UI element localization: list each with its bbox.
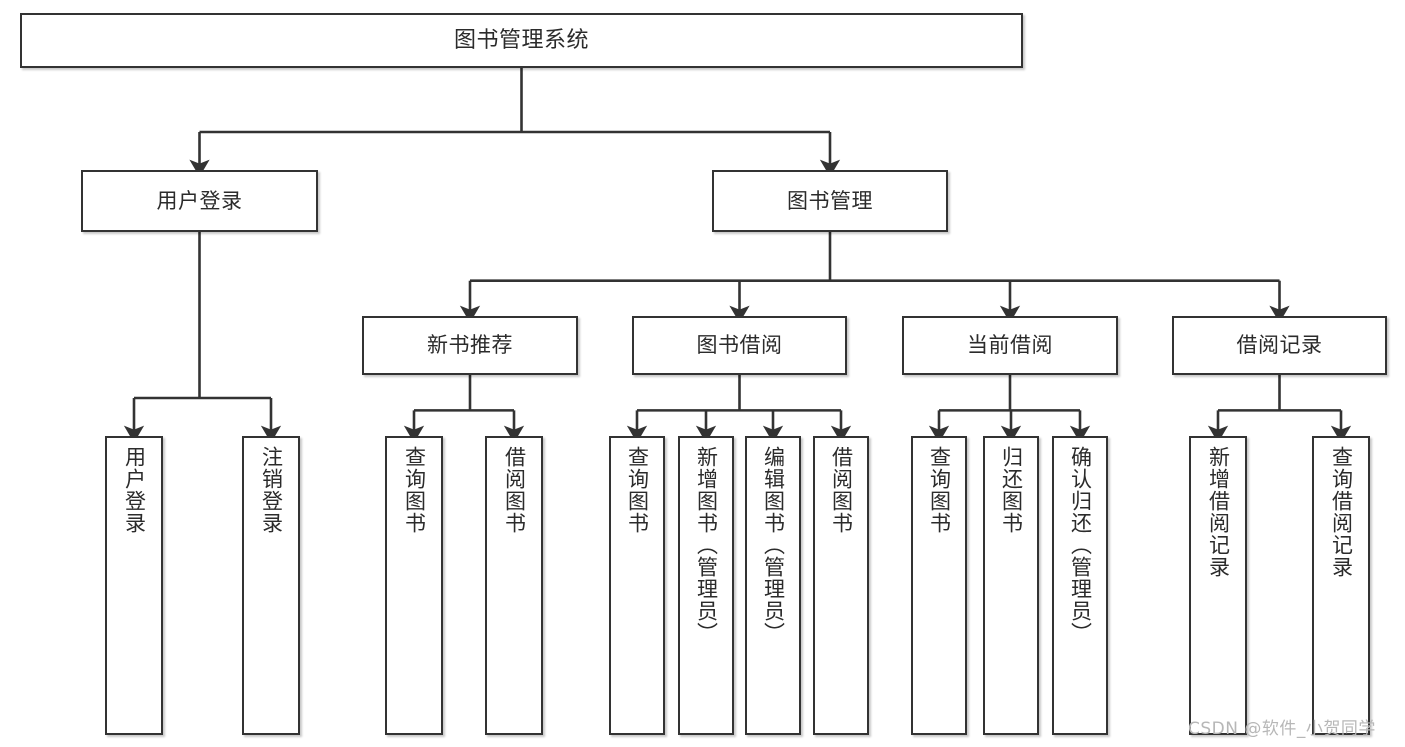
node-borrow-record-label: 借阅记录	[1236, 333, 1323, 358]
node-new-book-rec-label: 新书推荐	[427, 333, 513, 358]
node-root-label: 图书管理系统	[453, 27, 589, 53]
node-leaf-query-record[interactable]: 查询借阅记录	[1312, 436, 1370, 735]
node-leaf-user-login[interactable]: 用户登录	[105, 436, 163, 735]
node-leaf-add-record[interactable]: 新增借阅记录	[1189, 436, 1247, 735]
node-leaf-confirm-return-label: 确认归还（管理员）	[1068, 446, 1093, 644]
node-leaf-borrow-book-2-label: 借阅图书	[829, 446, 854, 534]
node-book-manage[interactable]: 图书管理	[712, 170, 948, 232]
node-leaf-query-record-label: 查询借阅记录	[1329, 446, 1354, 578]
node-leaf-return-book[interactable]: 归还图书	[983, 436, 1039, 735]
node-leaf-query-book-2-label: 查询图书	[625, 446, 650, 534]
node-leaf-add-book-label: 新增图书（管理员）	[694, 446, 719, 644]
node-root[interactable]: 图书管理系统	[20, 13, 1023, 68]
node-leaf-borrow-book-2[interactable]: 借阅图书	[813, 436, 869, 735]
node-user-login-label: 用户登录	[156, 188, 243, 213]
node-leaf-borrow-book-1[interactable]: 借阅图书	[485, 436, 543, 735]
node-leaf-borrow-book-1-label: 借阅图书	[502, 446, 527, 534]
node-leaf-query-book-3-label: 查询图书	[927, 446, 952, 534]
node-leaf-query-book-2[interactable]: 查询图书	[609, 436, 665, 735]
node-leaf-query-book-3[interactable]: 查询图书	[911, 436, 967, 735]
node-book-manage-label: 图书管理	[787, 188, 873, 213]
node-book-borrow-label: 图书借阅	[696, 333, 783, 358]
node-borrow-record[interactable]: 借阅记录	[1172, 316, 1387, 375]
node-book-borrow[interactable]: 图书借阅	[632, 316, 847, 375]
node-leaf-add-record-label: 新增借阅记录	[1206, 446, 1231, 578]
node-leaf-return-book-label: 归还图书	[999, 446, 1024, 534]
node-leaf-add-book[interactable]: 新增图书（管理员）	[678, 436, 734, 735]
node-current-borrow[interactable]: 当前借阅	[902, 316, 1118, 375]
node-leaf-edit-book[interactable]: 编辑图书（管理员）	[745, 436, 801, 735]
node-leaf-user-login-label: 用户登录	[122, 446, 147, 534]
node-leaf-edit-book-label: 编辑图书（管理员）	[761, 446, 786, 644]
node-leaf-query-book-1[interactable]: 查询图书	[385, 436, 443, 735]
node-leaf-confirm-return[interactable]: 确认归还（管理员）	[1052, 436, 1108, 735]
node-current-borrow-label: 当前借阅	[967, 333, 1053, 358]
tree-edges	[123, 68, 1352, 443]
node-leaf-query-book-1-label: 查询图书	[402, 446, 427, 534]
node-new-book-rec[interactable]: 新书推荐	[362, 316, 578, 375]
node-leaf-logout[interactable]: 注销登录	[242, 436, 300, 735]
watermark-text: CSDN @软件_小贺同学	[1188, 719, 1376, 739]
node-leaf-logout-label: 注销登录	[259, 446, 284, 534]
node-user-login[interactable]: 用户登录	[81, 170, 318, 232]
